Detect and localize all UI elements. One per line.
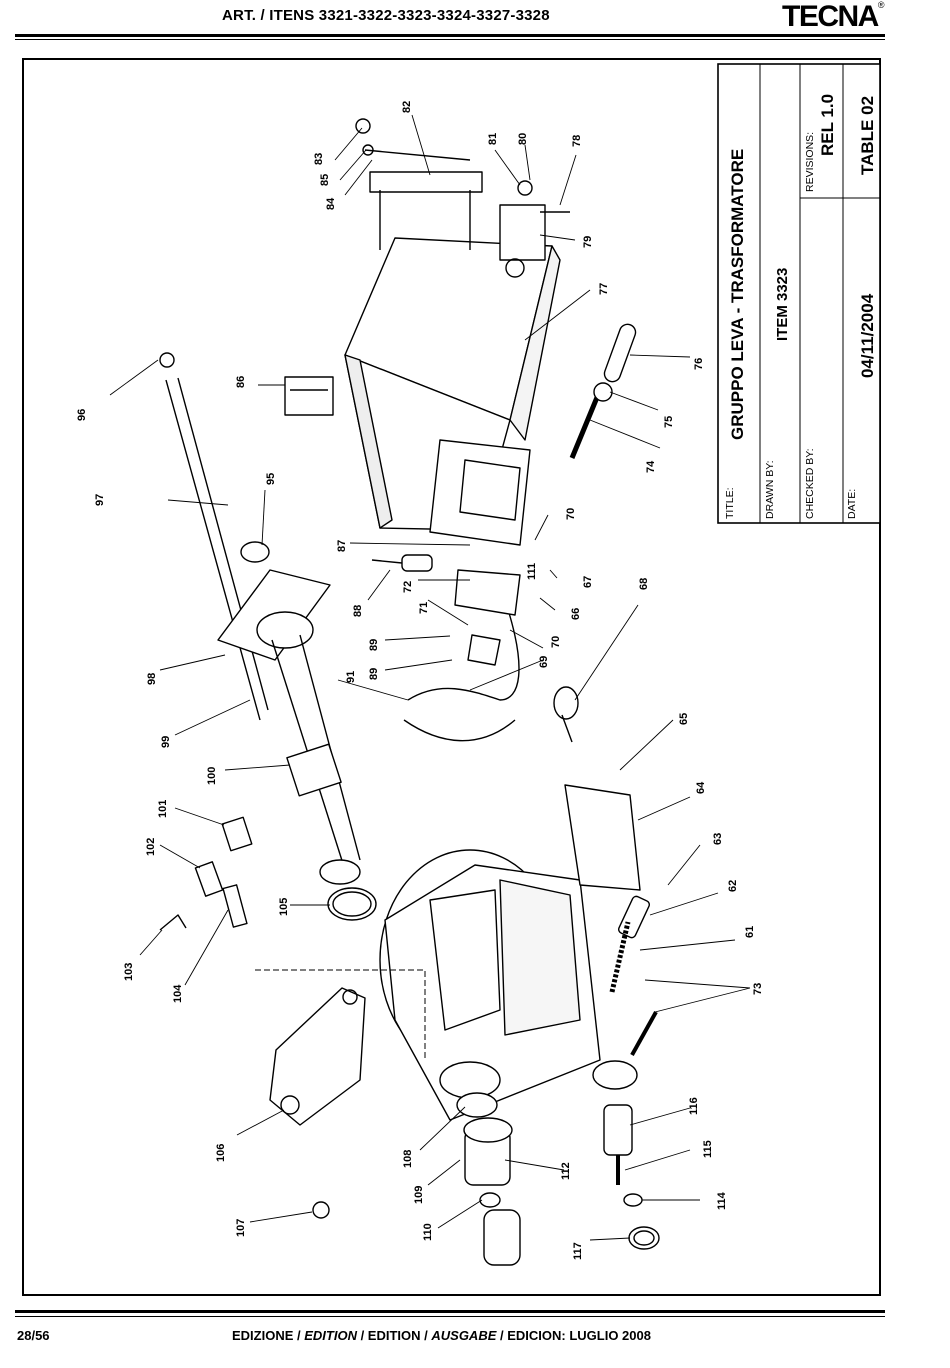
drawing-date: 04/11/2004: [858, 293, 877, 378]
drawing-title: GRUPPO LEVA - TRASFORMATORE: [728, 148, 747, 440]
footer-rule: [15, 1310, 885, 1313]
header-rule-thin: [15, 39, 885, 40]
edition-line: EDIZIONE / EDITION / EDITION / AUSGABE /…: [232, 1328, 651, 1343]
checked-by-label: CHECKED BY:: [804, 448, 816, 519]
header-rule: [15, 34, 885, 37]
date-label: DATE:: [846, 488, 858, 519]
item-number: ITEM 3323: [774, 267, 791, 341]
revisions-label: REVISIONS:: [804, 131, 816, 192]
footer-rule-thin: [15, 1316, 885, 1317]
drawing-frame: [22, 58, 881, 1296]
revision-value: REL 1.0: [818, 93, 837, 156]
page-number: 28/56: [17, 1328, 50, 1343]
document-title: ART. / ITENS 3321-3322-3323-3324-3327-33…: [222, 7, 550, 24]
title-label: TITLE:: [724, 487, 736, 519]
bracket: [499, 204, 546, 261]
table-number: TABLE 02: [858, 95, 877, 175]
edition-text: / EDITION /: [356, 1328, 432, 1343]
registered-mark: ®: [877, 0, 885, 10]
drawn-by-label: DRAWN BY:: [764, 460, 776, 519]
edition-text: EDIZIONE /: [232, 1328, 305, 1343]
main-housing: [379, 849, 638, 1121]
edition-text-italic: AUSGABE: [431, 1328, 497, 1343]
edition-date: / EDICION: LUGLIO 2008: [496, 1328, 651, 1343]
top-rod-assembly: [355, 118, 483, 250]
edition-text-italic: EDITION: [304, 1328, 357, 1343]
brand-name: TECNA: [782, 0, 879, 33]
brand-logo: TECNA®: [782, 0, 884, 34]
